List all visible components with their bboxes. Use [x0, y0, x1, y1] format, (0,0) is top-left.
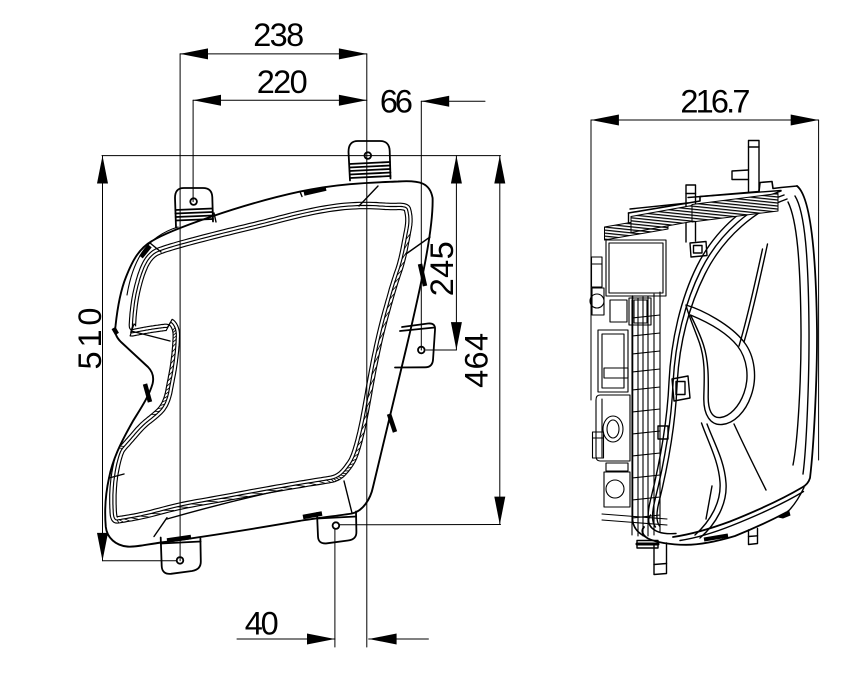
svg-text:238: 238: [253, 17, 304, 53]
svg-text:220: 220: [257, 64, 308, 100]
svg-text:40: 40: [245, 605, 279, 641]
svg-text:245: 245: [424, 241, 460, 296]
svg-text:216.7: 216.7: [680, 83, 750, 119]
svg-text:66: 66: [380, 84, 413, 120]
svg-text:464: 464: [458, 333, 494, 388]
svg-text:510: 510: [72, 308, 108, 370]
